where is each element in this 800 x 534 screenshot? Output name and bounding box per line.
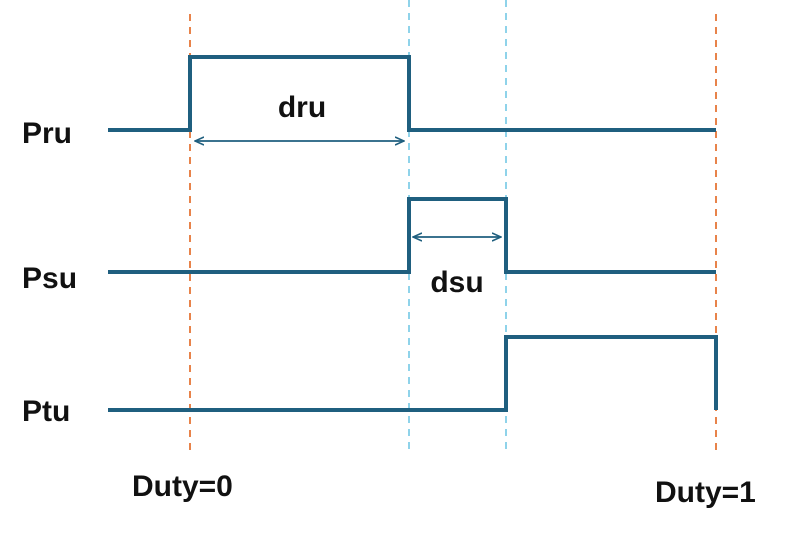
- marker-label-duty0: Duty=0: [132, 470, 233, 503]
- signal-label-ptu: Ptu: [22, 395, 70, 428]
- signal-label-pru: Pru: [22, 117, 72, 150]
- pru-waveform: [108, 55, 716, 132]
- psu-waveform: [108, 197, 716, 274]
- ptu-waveform: [108, 335, 718, 412]
- signal-label-psu: Psu: [22, 262, 77, 295]
- marker-label-duty1: Duty=1: [655, 476, 756, 509]
- dimension-label-dsu: dsu: [430, 266, 483, 299]
- dimension-label-dru: dru: [278, 91, 326, 124]
